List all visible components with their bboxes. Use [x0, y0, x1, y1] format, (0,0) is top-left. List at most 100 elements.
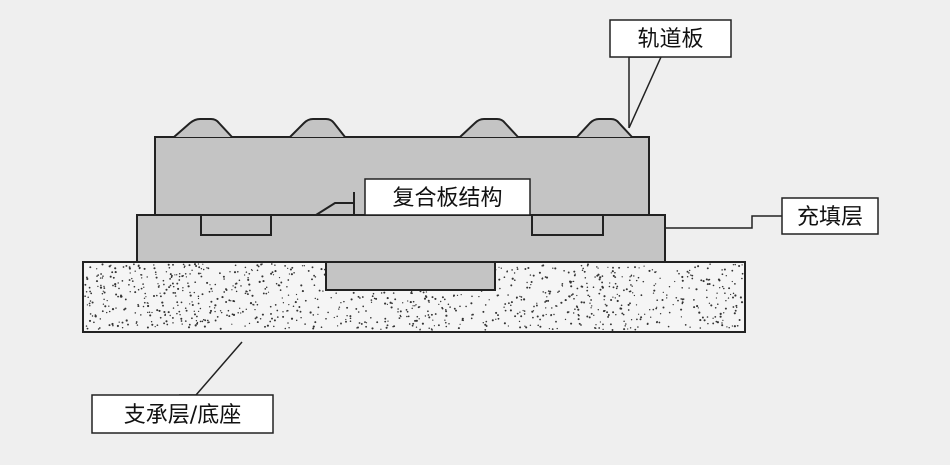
- base-texture-dot: [427, 299, 430, 302]
- base-texture-dot: [296, 298, 299, 300]
- base-texture-dot: [380, 292, 383, 294]
- base-texture-dot: [178, 279, 181, 281]
- base-texture-dot: [519, 295, 521, 298]
- base-texture-dot: [253, 304, 255, 306]
- base-texture-dot: [484, 323, 487, 326]
- base-texture-dot: [520, 296, 523, 298]
- base-texture-dot: [102, 290, 104, 292]
- base-texture-dot: [290, 273, 293, 276]
- base-texture-dot: [169, 273, 172, 276]
- base-texture-dot: [580, 285, 583, 288]
- base-texture-dot: [210, 287, 213, 290]
- base-texture-dot: [406, 315, 408, 318]
- base-texture-dot: [304, 323, 306, 325]
- label-support-base: 支承层/底座: [91, 394, 274, 434]
- base-texture-dot: [200, 272, 202, 275]
- base-texture-dot: [509, 309, 512, 312]
- base-texture-dot: [629, 327, 632, 329]
- base-texture-dot: [232, 299, 235, 303]
- base-texture-dot: [176, 312, 178, 315]
- base-texture-dot: [510, 284, 513, 287]
- base-texture-dot: [589, 302, 591, 304]
- base-texture-dot: [423, 297, 427, 300]
- base-texture-dot: [195, 264, 198, 268]
- base-texture-dot: [138, 266, 141, 269]
- base-texture-dot: [330, 296, 332, 299]
- base-texture-dot: [114, 285, 117, 288]
- base-texture-dot: [232, 313, 236, 316]
- base-texture-dot: [728, 287, 731, 290]
- base-texture-dot: [352, 291, 355, 294]
- base-texture-dot: [214, 319, 217, 322]
- base-texture-dot: [525, 326, 528, 329]
- base-texture-dot: [416, 315, 419, 318]
- base-texture-dot: [627, 303, 630, 306]
- base-texture-dot: [688, 272, 690, 274]
- base-texture-dot: [245, 308, 248, 311]
- base-texture-dot: [438, 303, 440, 306]
- base-texture-dot: [184, 273, 187, 275]
- base-texture-dot: [499, 287, 501, 290]
- base-texture-dot: [485, 325, 488, 327]
- base-texture-dot: [456, 294, 459, 297]
- base-texture-dot: [503, 276, 506, 279]
- base-texture-dot: [128, 279, 131, 281]
- base-texture-dot: [196, 322, 199, 325]
- base-texture-dot: [712, 317, 714, 319]
- base-texture-dot: [526, 286, 529, 289]
- base-texture-dot: [189, 294, 192, 297]
- base-texture-dot: [586, 315, 589, 318]
- base-texture-dot: [702, 280, 705, 283]
- base-texture-dot: [287, 322, 289, 324]
- base-texture-dot: [101, 293, 104, 295]
- base-texture-dot: [365, 325, 367, 328]
- base-texture-dot: [488, 299, 490, 301]
- base-texture-dot: [114, 267, 117, 270]
- base-texture-dot: [633, 294, 636, 297]
- base-texture-dot: [544, 276, 547, 278]
- base-texture-dot: [530, 283, 532, 286]
- base-texture-dot: [457, 327, 460, 330]
- base-texture-dot: [614, 271, 616, 274]
- base-texture-dot: [680, 316, 683, 318]
- base-texture-dot: [96, 268, 98, 270]
- base-texture-dot: [346, 314, 348, 317]
- base-texture-dot: [706, 316, 709, 318]
- label-support-base-text: 支承层/底座: [124, 403, 241, 428]
- base-texture-dot: [610, 298, 613, 302]
- base-texture-dot: [207, 322, 209, 324]
- base-texture-dot: [523, 310, 526, 312]
- base-texture-dot: [165, 288, 168, 291]
- base-texture-dot: [430, 313, 433, 316]
- base-texture-dot: [577, 313, 580, 316]
- base-texture-dot: [471, 295, 473, 298]
- base-texture-dot: [623, 289, 625, 292]
- base-texture-dot: [371, 327, 374, 330]
- base-texture-dot: [594, 276, 596, 278]
- base-texture-dot: [503, 306, 505, 308]
- base-texture-dot: [612, 286, 615, 289]
- base-texture-dot: [712, 284, 715, 287]
- base-texture-dot: [427, 314, 430, 316]
- base-texture-dot: [510, 304, 512, 307]
- base-texture-dot: [514, 315, 517, 318]
- base-texture-dot: [569, 281, 572, 284]
- base-texture-dot: [732, 264, 735, 266]
- base-texture-dot: [668, 311, 671, 314]
- base-texture-dot: [732, 296, 734, 299]
- base-texture-dot: [496, 294, 499, 297]
- base-texture-dot: [227, 309, 230, 312]
- base-texture-dot: [421, 322, 424, 325]
- base-texture-dot: [545, 307, 547, 309]
- base-texture-dot: [97, 285, 99, 288]
- base-texture-dot: [248, 272, 251, 275]
- base-texture-dot: [542, 314, 545, 317]
- base-texture-dot: [278, 277, 281, 279]
- base-texture-dot: [271, 317, 273, 320]
- base-texture-dot: [261, 313, 264, 316]
- base-texture-dot: [535, 304, 538, 307]
- base-texture-dot: [637, 276, 640, 279]
- base-texture-dot: [605, 304, 608, 307]
- base-texture-dot: [681, 275, 684, 279]
- base-texture-dot: [564, 299, 567, 302]
